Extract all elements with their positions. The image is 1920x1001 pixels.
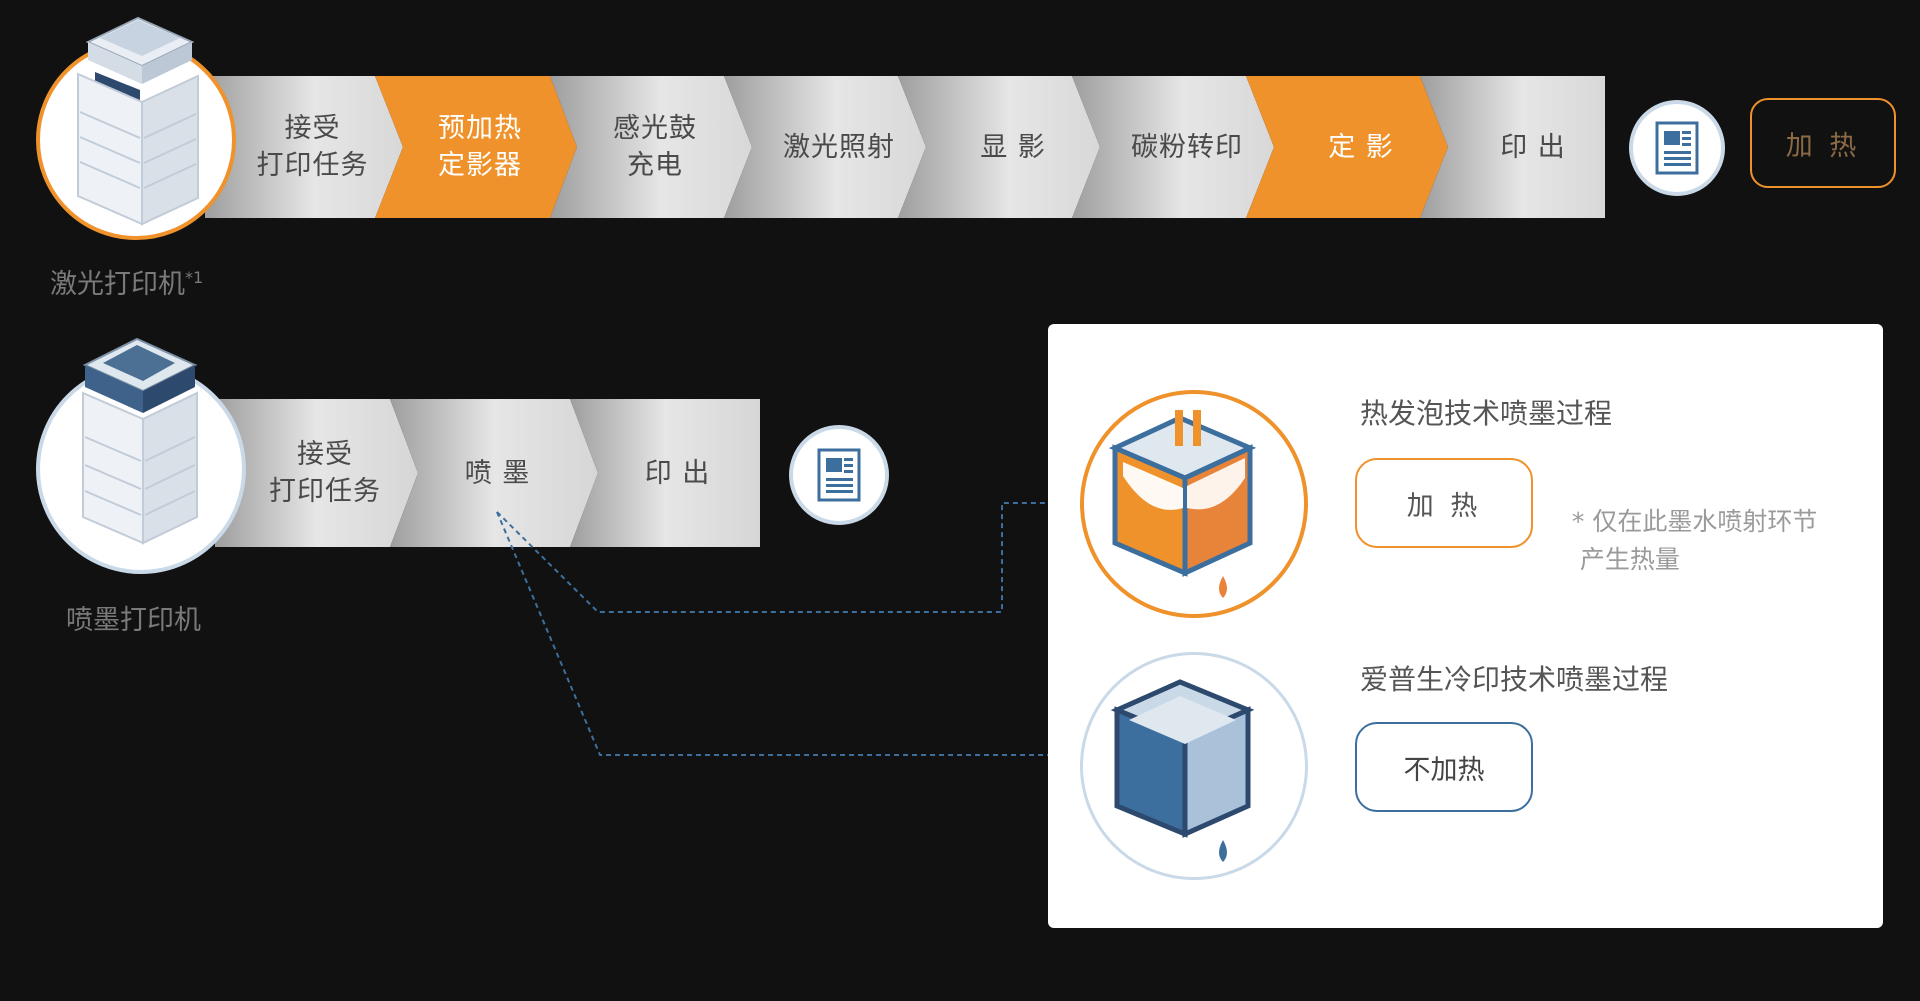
laser-step-3-label: 感光鼓 充电 <box>613 113 697 181</box>
thermal-ink-cartridge-icon <box>1105 398 1285 612</box>
laser-step-1-label: 接受 打印任务 <box>256 113 369 181</box>
laser-output-document-badge <box>1629 100 1725 196</box>
cold-title: 爱普生冷印技术喷墨过程 <box>1360 663 1669 696</box>
laser-printer-footnote-mark: *1 <box>185 268 204 287</box>
laser-step-8-label: 印 出 <box>1500 131 1566 163</box>
laser-step-8-shape <box>1420 76 1605 218</box>
laser-step-6-shape <box>1072 76 1274 218</box>
inkjet-step-3-shape <box>570 399 760 547</box>
thermal-heat-note-text: * 仅在此墨水喷射环节 产生热量 <box>1571 507 1818 574</box>
laser-step-2-shape <box>375 76 577 218</box>
laser-step-1-shape <box>205 76 403 218</box>
thermal-heat-button: 加 热 <box>1355 458 1533 548</box>
inkjet-printer-caption: 喷墨打印机 <box>66 605 201 636</box>
laser-step-5-label: 显 影 <box>980 131 1046 163</box>
inkjet-printer-icon <box>75 325 205 559</box>
document-icon <box>817 448 861 502</box>
laser-process-flow <box>205 76 1605 218</box>
document-icon <box>1655 121 1699 175</box>
inkjet-step-3-label: 印 出 <box>644 457 711 489</box>
laser-step-7-shape <box>1246 76 1448 218</box>
laser-printer-caption: 激光打印机*1 <box>50 262 203 301</box>
inkjet-output-document-badge <box>789 425 889 525</box>
cold-ink-cartridge-icon <box>1105 662 1285 876</box>
inkjet-process-flow <box>215 399 760 547</box>
inkjet-process-arrows <box>215 399 760 547</box>
laser-step-4-label: 激光照射 <box>783 131 895 163</box>
laser-heat-badge: 加 热 <box>1750 98 1896 188</box>
laser-step-5-shape <box>898 76 1100 218</box>
laser-process-arrows <box>205 76 1605 218</box>
connector-cold <box>496 511 1078 756</box>
inkjet-step-1-shape <box>215 399 418 547</box>
laser-printer-icon <box>70 2 205 236</box>
laser-step-6-label: 碳粉转印 <box>1131 131 1243 163</box>
laser-step-3-shape <box>550 76 752 218</box>
inkjet-step-1-label: 接受 打印任务 <box>269 439 381 507</box>
laser-step-2-label: 预加热 定影器 <box>438 113 522 181</box>
thermal-title: 热发泡技术喷墨过程 <box>1360 397 1613 430</box>
inkjet-step-2-shape <box>390 399 598 547</box>
connector-thermal <box>496 502 1078 613</box>
cold-no-heat-button: 不加热 <box>1355 722 1533 812</box>
laser-step-7-label: 定 影 <box>1328 131 1394 163</box>
inkjet-step-2-label: 喷 墨 <box>464 457 531 489</box>
thermal-heat-note: * 仅在此墨水喷射环节 产生热量 <box>1556 465 1817 579</box>
laser-step-4-shape <box>724 76 926 218</box>
laser-printer-caption-text: 激光打印机 <box>50 269 185 300</box>
